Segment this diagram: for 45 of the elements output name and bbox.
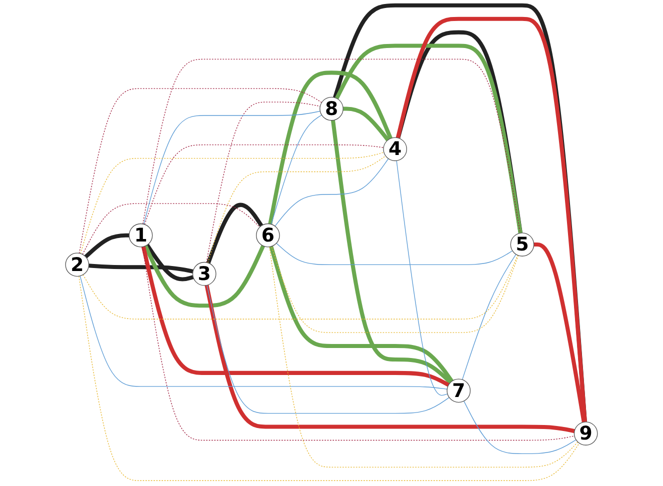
connector xyxy=(206,202,264,264)
connector xyxy=(142,58,521,234)
connector xyxy=(82,203,260,255)
connector xyxy=(396,160,448,396)
connector xyxy=(396,16,587,422)
connector xyxy=(276,242,513,266)
connector xyxy=(332,3,587,422)
connector xyxy=(80,276,448,390)
connector xyxy=(141,246,450,387)
connector xyxy=(462,254,516,380)
connector xyxy=(334,44,522,234)
connector xyxy=(270,114,322,225)
connector xyxy=(144,144,384,225)
node-circle: 8 xyxy=(320,96,344,121)
connector xyxy=(88,264,194,274)
connector xyxy=(330,120,452,384)
node-circle: 2 xyxy=(65,252,90,277)
connector xyxy=(80,152,384,254)
connector xyxy=(204,284,575,434)
connector xyxy=(206,284,450,414)
connector xyxy=(146,244,194,282)
connector xyxy=(268,70,392,224)
node-circle: 7 xyxy=(446,378,471,403)
node-circle: 1 xyxy=(128,223,153,248)
node-circle: 3 xyxy=(192,262,216,286)
connector xyxy=(144,245,265,308)
connector xyxy=(534,242,586,422)
connector xyxy=(82,254,518,320)
node-circle: 6 xyxy=(256,223,280,248)
connector xyxy=(269,246,578,468)
connector xyxy=(206,102,320,263)
node-circle: 5 xyxy=(510,232,534,256)
connector xyxy=(207,156,386,264)
connector xyxy=(271,246,519,333)
node-circle: 9 xyxy=(574,422,598,446)
connector xyxy=(78,276,580,481)
node-circle: 4 xyxy=(383,137,408,162)
connector xyxy=(269,246,454,382)
connector xyxy=(143,110,320,224)
connector xyxy=(343,106,390,142)
connector xyxy=(78,88,322,254)
connector xyxy=(464,400,576,454)
connector xyxy=(274,158,389,227)
connector xyxy=(142,246,575,441)
connector xyxy=(84,233,130,258)
